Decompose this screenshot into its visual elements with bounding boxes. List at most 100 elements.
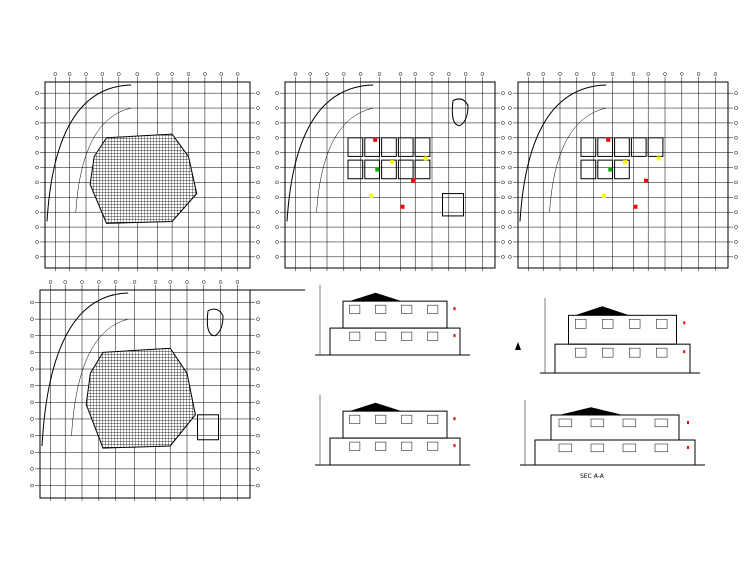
grid-bubble: [631, 72, 636, 76]
grid-bubble: [235, 280, 240, 284]
grid-bubble: [80, 280, 84, 284]
grid-bubble: [30, 450, 34, 454]
grid-bubble: [168, 280, 172, 284]
grid-bubble: [734, 225, 738, 229]
grid-bubble: [734, 255, 738, 259]
floor-plan-2: [275, 72, 505, 271]
window: [349, 331, 361, 341]
room: [630, 137, 647, 157]
grid-bubble: [35, 150, 39, 155]
grid-bubble: [591, 72, 596, 76]
roof: [575, 306, 630, 316]
grid-bubble: [35, 91, 39, 95]
front-elevation: [315, 285, 470, 356]
fixture: [373, 137, 378, 142]
grid-bubble: [463, 72, 468, 76]
grid-bubble: [256, 91, 260, 95]
grid-bubble: [35, 255, 39, 259]
figure-icon: [515, 342, 521, 350]
roof: [349, 292, 402, 302]
grid-bubble: [84, 72, 88, 76]
fixture: [602, 193, 606, 198]
window: [590, 418, 605, 428]
grid-bubble: [480, 72, 485, 76]
grid-bubble: [35, 136, 39, 140]
grid-bubble: [734, 165, 738, 170]
grid-bubble: [501, 210, 505, 214]
fixture: [390, 160, 394, 165]
grid-bubble: [256, 450, 260, 454]
plan-boundary: [284, 81, 496, 269]
grid-bubble: [256, 467, 260, 471]
grid-bubble: [696, 72, 701, 76]
grid-bubble: [325, 72, 329, 76]
grid-bubble: [202, 280, 206, 284]
grid-bubble: [35, 195, 39, 200]
grid-bubble: [256, 350, 260, 355]
grid-bubble: [256, 317, 260, 321]
grid-bubble: [575, 72, 579, 76]
fixture: [656, 156, 661, 161]
window: [558, 443, 573, 453]
grid-bubble: [256, 400, 260, 405]
curved-wall: [41, 292, 129, 447]
grid-bubble: [256, 334, 260, 338]
plan-boundary: [44, 81, 251, 269]
window: [427, 441, 439, 451]
room: [381, 137, 397, 157]
grid-bubble: [734, 180, 738, 185]
grid-bubble: [113, 280, 118, 284]
grid-bubble: [275, 180, 279, 185]
grid-bubble: [256, 210, 260, 214]
grid-bubble: [275, 255, 279, 259]
window: [558, 418, 573, 428]
curved-terrace: [316, 107, 374, 213]
window: [654, 443, 669, 453]
room: [414, 137, 431, 157]
hatched-floor: [85, 347, 196, 449]
grid-bubble: [734, 91, 738, 95]
grid-bubble: [308, 72, 312, 76]
window: [427, 304, 439, 314]
room: [381, 159, 397, 180]
grid-bubble: [610, 72, 615, 76]
grid-bubble: [447, 72, 451, 76]
grid-bubble: [117, 72, 121, 76]
fixture: [369, 193, 373, 198]
floor-block: [568, 314, 677, 345]
grid-bubble: [508, 136, 512, 140]
grid-bubble: [275, 210, 279, 214]
grid-bubble: [63, 280, 67, 284]
grid-bubble: [275, 121, 279, 125]
grid-bubble: [35, 121, 39, 125]
grid-bubble: [30, 400, 34, 405]
grid-bubble: [508, 106, 512, 110]
grid-bubble: [235, 72, 240, 76]
grid-bubble: [358, 72, 363, 76]
curved-terrace: [549, 107, 607, 213]
grid-bubble: [734, 195, 738, 200]
light: [687, 421, 689, 424]
fixture: [608, 167, 613, 172]
grid-bubble: [508, 195, 512, 200]
light: [453, 307, 456, 311]
grid-bubble: [256, 433, 260, 438]
grid-bubble: [734, 240, 738, 244]
window: [629, 319, 641, 329]
room: [580, 137, 597, 157]
grid-bubble: [30, 317, 34, 321]
grid-bubble: [558, 72, 562, 76]
room: [647, 137, 664, 157]
grid-bubble: [30, 334, 34, 338]
grid-bubble: [30, 417, 34, 421]
curved-wall: [519, 84, 607, 222]
grid-bubble: [508, 210, 512, 214]
grid-bubble: [508, 150, 512, 155]
grid-bubble: [203, 72, 207, 76]
grid-bubble: [30, 483, 34, 488]
room: [597, 159, 613, 180]
window: [427, 331, 439, 341]
grid-bubble: [53, 72, 57, 76]
window: [349, 414, 361, 424]
grid-bubble: [541, 72, 545, 76]
